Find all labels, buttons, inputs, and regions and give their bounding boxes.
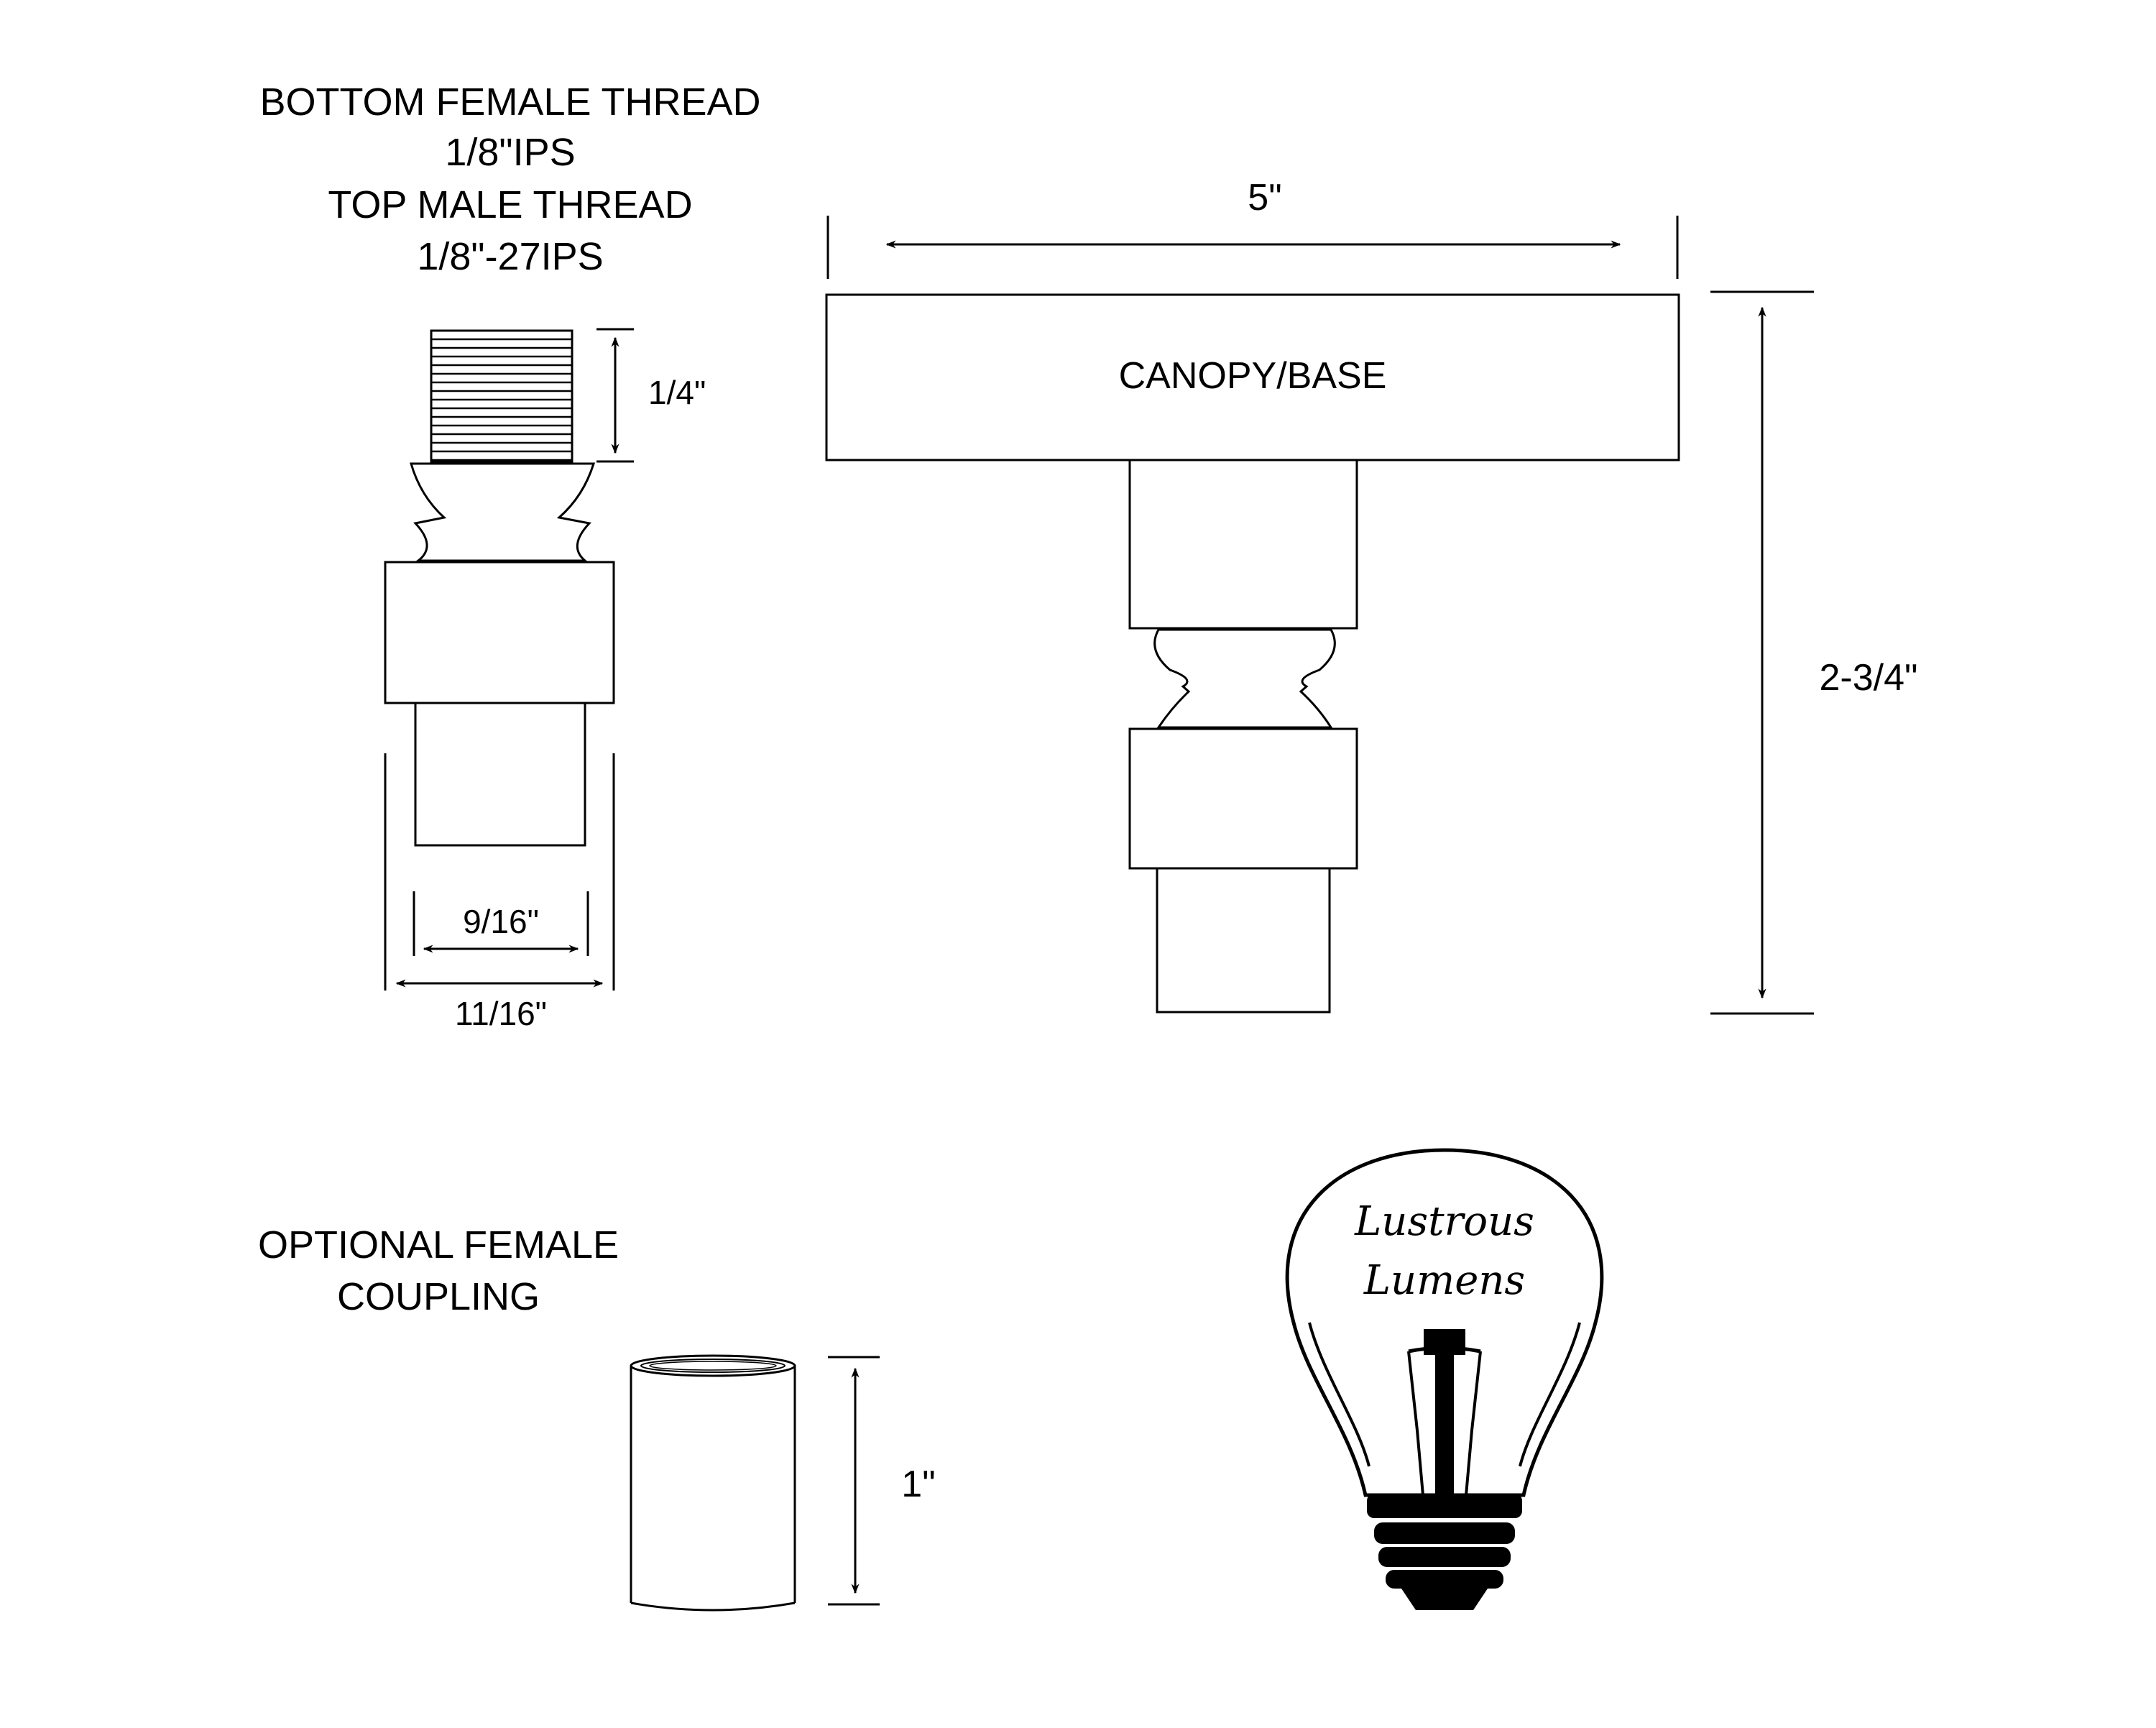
nut-body bbox=[384, 561, 615, 704]
inner-width-label: 9/16" bbox=[463, 903, 539, 940]
coupling-title-line-1: OPTIONAL FEMALE bbox=[258, 1223, 619, 1267]
canopy-width-label: 5" bbox=[1248, 177, 1281, 219]
canopy-height-dimension bbox=[1710, 290, 1814, 1015]
lightbulb-logo: Lustrous Lumens bbox=[1285, 1148, 1604, 1610]
canopy-width-dimension bbox=[826, 216, 1679, 279]
thread-lines bbox=[431, 338, 572, 461]
canopy-nut bbox=[1128, 727, 1358, 870]
canopy-neck bbox=[1153, 628, 1336, 729]
inner-width-dimension bbox=[413, 891, 589, 956]
thread-height-dimension bbox=[596, 328, 634, 463]
thread-height-label: 1/4" bbox=[648, 374, 706, 411]
canopy-sleeve bbox=[1156, 867, 1331, 1014]
canopy-collar bbox=[1128, 459, 1358, 630]
filament-icon bbox=[1407, 1329, 1482, 1499]
outer-width-label: 11/16" bbox=[455, 995, 547, 1032]
male-thread bbox=[430, 329, 573, 463]
bulb-screw-base bbox=[1367, 1494, 1522, 1610]
coupling-height-label: 1" bbox=[901, 1463, 935, 1505]
outer-width-dimension bbox=[384, 753, 615, 991]
canopy-drawing bbox=[825, 293, 1680, 1014]
coupling-title-line-2: COUPLING bbox=[337, 1275, 540, 1318]
bulb-glass bbox=[1285, 1148, 1604, 1497]
logo-line-1: Lustrous bbox=[1354, 1198, 1534, 1245]
spec-line-2: 1/8"IPS bbox=[445, 131, 575, 174]
neck-profile bbox=[410, 462, 596, 562]
canopy-height-label: 2-3/4" bbox=[1820, 657, 1918, 699]
coupling-inner-thread bbox=[640, 1359, 786, 1373]
lower-sleeve bbox=[414, 702, 586, 847]
spec-line-4: 1/8"-27IPS bbox=[417, 235, 603, 278]
logo-line-2: Lumens bbox=[1363, 1257, 1525, 1304]
threaded-nipple-drawing bbox=[384, 329, 615, 847]
coupling-bottom-rim bbox=[630, 1601, 796, 1612]
canopy-label: CANOPY/BASE bbox=[1119, 355, 1387, 397]
spec-line-3: TOP MALE THREAD bbox=[328, 183, 692, 226]
coupling-height-dimension bbox=[828, 1356, 880, 1606]
spec-line-1: BOTTOM FEMALE THREAD bbox=[259, 81, 760, 124]
coupling-drawing bbox=[630, 1354, 796, 1612]
thread-spec-text: BOTTOM FEMALE THREAD 1/8"IPS TOP MALE TH… bbox=[259, 81, 760, 278]
